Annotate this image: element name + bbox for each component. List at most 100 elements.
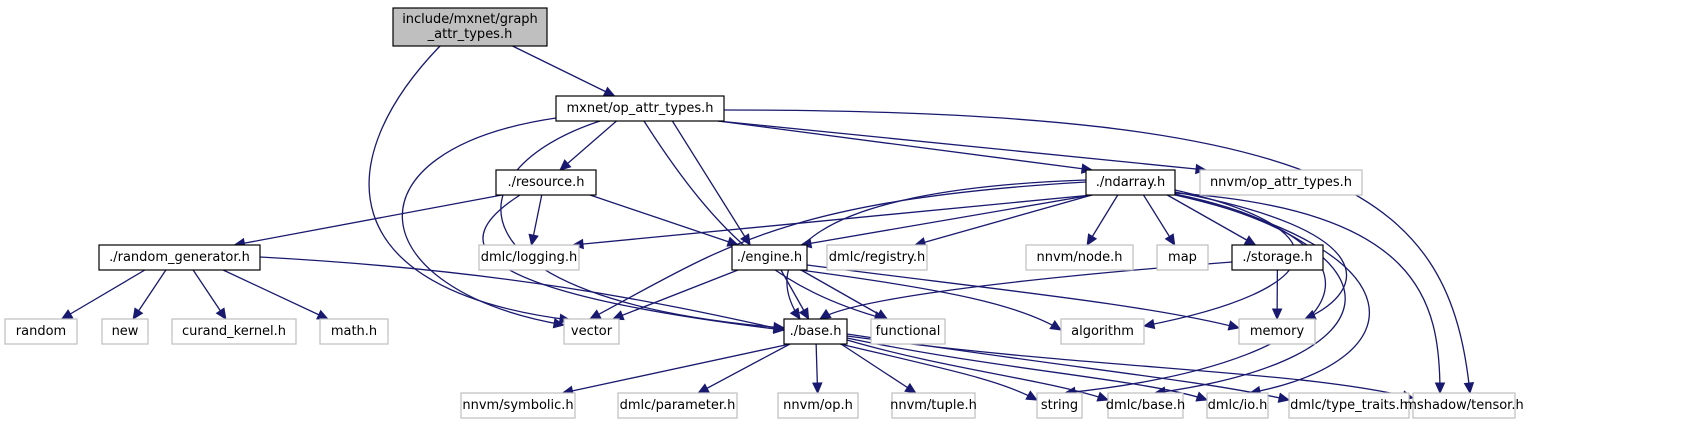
edge-base-to-dmlc-io-line [846, 337, 1208, 401]
edge-engine-to-functional [800, 269, 889, 320]
edge-ndarray-to-nnvm-node [1086, 194, 1119, 247]
node-dmlc-base: dmlc/base.h [1106, 392, 1185, 419]
edge-ndarray-to-engine-line [800, 194, 1093, 246]
edge-ndarray-to-dmlc-type-traits-line [1174, 192, 1441, 394]
edge-base-to-dmlc-io-arrowhead [1195, 391, 1209, 402]
node-vector: vector [563, 318, 620, 345]
node-box [1156, 244, 1209, 271]
edge-graph-attr-types-to-op-attr-types [512, 45, 616, 97]
node-resource[interactable]: ./resource.h [495, 169, 597, 196]
node-functional: functional [870, 318, 946, 345]
edge-ndarray-to-dmlc-type-traits-arrowhead [1434, 382, 1446, 395]
node-engine[interactable]: ./engine.h [731, 244, 808, 271]
edge-random-generator-to-math [222, 269, 329, 320]
node-box [319, 318, 389, 345]
node-label: dmlc/parameter.h [620, 398, 736, 413]
edge-base-to-nnvm-tuple-line [840, 343, 917, 394]
node-box [1199, 169, 1363, 196]
node-box [4, 318, 78, 345]
node-graph-attr-types[interactable]: include/mxnet/graph_attr_types.h [392, 7, 548, 47]
edge-ndarray-to-storage-arrowhead [1243, 235, 1257, 246]
node-label: dmlc/registry.h [829, 250, 925, 265]
edge-ndarray-to-base-arrowhead [789, 307, 801, 321]
edge-op-attr-types-to-ndarray [717, 120, 1094, 174]
edge-resource-to-engine [589, 194, 740, 247]
edge-op-attr-types-to-mshadow-tensor-arrowhead [1463, 382, 1475, 395]
edge-base-to-nnvm-tuple [840, 343, 917, 394]
node-box [1412, 392, 1516, 419]
node-box [1025, 244, 1134, 271]
edge-base-to-dmlc-parameter [697, 343, 791, 394]
node-math: math.h [319, 318, 389, 345]
node-string: string [1036, 392, 1083, 419]
node-label: ./ndarray.h [1096, 175, 1166, 190]
edge-ndarray-to-dmlc-io-line [1174, 194, 1371, 394]
edge-base-to-string-arrowhead [1025, 390, 1039, 401]
node-label: nnvm/symbolic.h [462, 398, 573, 413]
edge-engine-to-algorithm-line [799, 269, 1062, 331]
edge-op-attr-types-to-base-line [500, 120, 785, 329]
edge-engine-to-algorithm-arrowhead [1049, 320, 1063, 331]
edge-base-to-dmlc-base-line [846, 339, 1109, 401]
node-label: ./engine.h [737, 250, 802, 265]
node-storage[interactable]: ./storage.h [1231, 244, 1324, 271]
node-dmlc-type-traits: dmlc/type_traits.h [1288, 392, 1410, 419]
node-box [1288, 392, 1410, 419]
node-label: vector [571, 324, 613, 339]
node-label: ./base.h [790, 324, 842, 339]
edge-base-to-dmlc-parameter-arrowhead [697, 383, 710, 394]
edge-engine-to-memory [806, 264, 1241, 331]
node-label: mxnet/op_attr_types.h [567, 101, 714, 116]
node-dmlc-parameter: dmlc/parameter.h [617, 392, 738, 419]
edge-base-to-nnvm-tuple-arrowhead [904, 382, 917, 394]
edge-graph-attr-types-to-op-attr-types-line [512, 45, 615, 97]
edges-layer [60, 45, 1475, 403]
edge-op-attr-types-to-nnvm-op-attr-types [717, 120, 1208, 175]
node-box [460, 392, 576, 419]
edge-random-generator-to-random-line [61, 269, 146, 320]
edge-storage-to-base [818, 261, 1233, 320]
edge-op-attr-types-to-ndarray-line [717, 120, 1093, 171]
node-label: _attr_types.h [427, 27, 513, 42]
node-box [777, 392, 859, 419]
node-label: nnvm/op.h [783, 398, 853, 413]
edge-resource-to-random-generator [233, 194, 503, 249]
node-box [563, 318, 620, 345]
node-box [1060, 318, 1145, 345]
edge-engine-to-algorithm [799, 269, 1063, 331]
node-new: new [101, 318, 149, 345]
edge-engine-to-functional-line [800, 269, 888, 320]
edge-base-to-dmlc-parameter-line [697, 343, 791, 394]
node-box [1085, 169, 1176, 196]
edge-op-attr-types-to-nnvm-op-attr-types-line [717, 120, 1207, 171]
node-label: new [112, 324, 139, 339]
node-op-attr-types[interactable]: mxnet/op_attr_types.h [555, 95, 725, 122]
edge-ndarray-to-dmlc-registry-line [914, 194, 1093, 246]
edge-op-attr-types-to-functional [643, 120, 887, 322]
node-label: curand_kernel.h [182, 324, 286, 339]
node-label: nnvm/tuple.h [890, 398, 977, 413]
edge-engine-to-vector [611, 269, 739, 321]
edge-random-generator-to-random-arrowhead [60, 309, 74, 320]
edge-random-generator-to-base-arrowhead [772, 322, 786, 333]
edge-engine-to-memory-arrowhead [1227, 320, 1241, 331]
edge-ndarray-to-storage-line [1166, 194, 1256, 246]
node-label: ./random_generator.h [109, 250, 250, 265]
edge-ndarray-to-map-arrowhead [1164, 233, 1176, 247]
edge-base-to-string-line [839, 343, 1038, 401]
node-ndarray[interactable]: ./ndarray.h [1085, 169, 1176, 196]
node-box [891, 392, 976, 419]
edge-ndarray-to-algorithm-arrowhead [1142, 318, 1156, 330]
edge-random-generator-to-base [259, 256, 786, 333]
edge-base-to-string [839, 343, 1039, 401]
edge-op-attr-types-to-base [500, 120, 786, 333]
node-label: math.h [331, 324, 377, 339]
node-random-generator[interactable]: ./random_generator.h [98, 244, 261, 271]
node-label: dmlc/base.h [1106, 398, 1185, 413]
edge-ndarray-to-dmlc-base-line [1154, 193, 1346, 394]
node-base[interactable]: ./base.h [783, 318, 848, 345]
node-box [101, 318, 149, 345]
edge-op-attr-types-to-vector-arrowhead [552, 318, 566, 329]
edge-ndarray-to-dmlc-type-traits [1174, 192, 1446, 395]
node-box [617, 392, 738, 419]
